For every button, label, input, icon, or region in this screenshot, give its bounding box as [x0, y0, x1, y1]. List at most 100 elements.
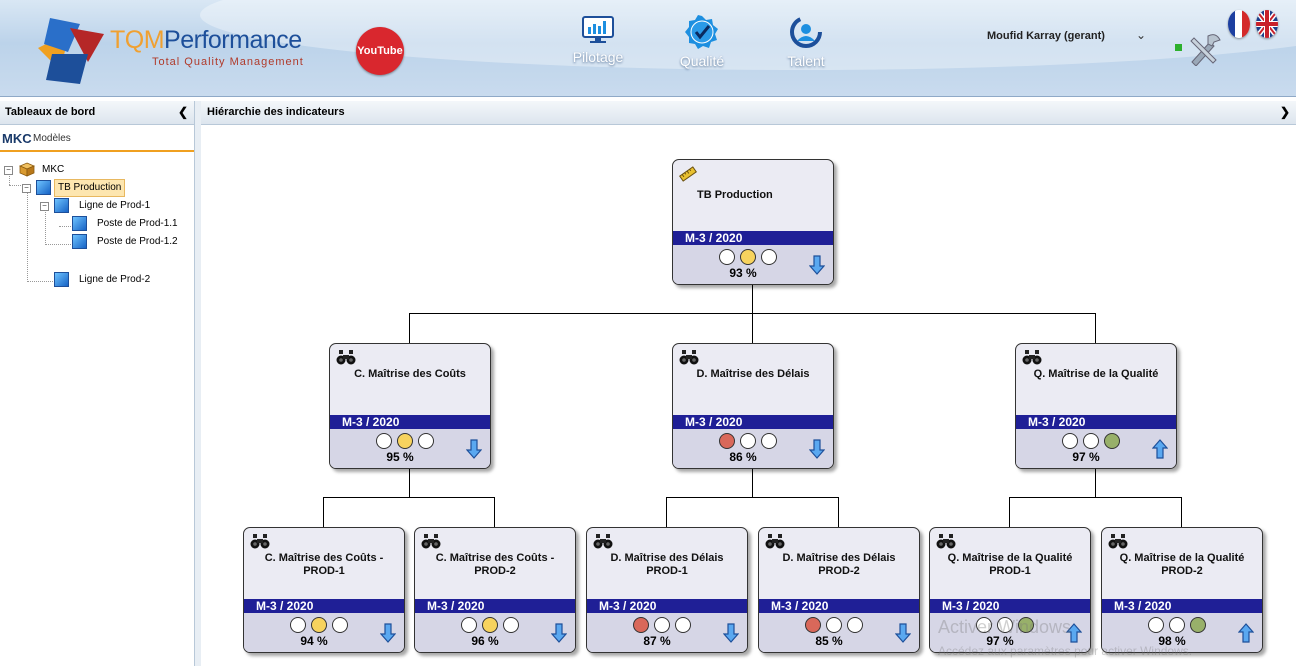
- tools-icon[interactable]: [1186, 32, 1224, 66]
- dashboard-node-icon: [72, 216, 87, 231]
- collapse-toggle-icon[interactable]: −: [4, 166, 13, 175]
- status-light: [311, 617, 327, 633]
- panel-header: Hiérarchie des indicateurs ❯: [201, 101, 1296, 125]
- status-light: [997, 617, 1013, 633]
- card-percentage: 95 %: [386, 450, 414, 464]
- panel-header: Tableaux de bord ❮: [0, 101, 194, 125]
- tree-node-ligne-prod-2[interactable]: Ligne de Prod-2: [54, 272, 192, 288]
- trend-down-arrow-icon: [379, 623, 397, 646]
- nav-qualite-label: Qualité: [679, 53, 725, 69]
- french-flag-icon[interactable]: [1228, 10, 1250, 38]
- connector-line: [409, 467, 410, 497]
- tree-node-label: TB Production: [54, 179, 126, 197]
- tree-node-poste-prod-1-1[interactable]: Poste de Prod-1.1: [72, 216, 192, 232]
- collapse-toggle-icon[interactable]: −: [22, 184, 31, 193]
- trend-down-arrow-icon: [465, 439, 483, 462]
- dashboard-node-icon: [36, 180, 51, 195]
- card-footer: 95 %: [330, 429, 490, 468]
- dashboards-panel: Tableaux de bord ❮ MKC Modèles − MKC − T…: [0, 101, 195, 666]
- card-period: M-3 / 2020: [1102, 599, 1262, 613]
- tree-node-poste-prod-1-2[interactable]: Poste de Prod-1.2: [72, 234, 192, 250]
- nav-qualite[interactable]: Qualité: [662, 15, 742, 69]
- binoculars-icon: [1108, 533, 1128, 552]
- card-title-area: Q. Maîtrise de la Qualité PROD-2: [1102, 528, 1262, 599]
- connector-line: [409, 313, 410, 343]
- status-light: [976, 617, 992, 633]
- trend-up-arrow-icon: [1065, 623, 1083, 646]
- connector-line: [1095, 313, 1096, 343]
- tree-connector: [9, 185, 23, 186]
- chevron-down-icon[interactable]: ⌄: [1136, 28, 1147, 42]
- status-light: [761, 433, 777, 449]
- card-percentage: 85 %: [815, 634, 843, 648]
- traffic-lights: [633, 617, 696, 635]
- package-icon: [19, 162, 35, 177]
- nav-talent[interactable]: Talent: [766, 15, 846, 69]
- dashboard-node-icon: [54, 198, 69, 213]
- binoculars-icon: [679, 349, 699, 368]
- user-name[interactable]: Moufid Karray (gerant): [987, 30, 1105, 42]
- connector-line: [838, 497, 839, 527]
- chevron-left-icon[interactable]: ❮: [177, 105, 188, 119]
- tree-node-label: MKC: [42, 164, 65, 175]
- models-link[interactable]: Modèles: [33, 133, 71, 144]
- card-name: D. Maîtrise des Délais PROD-2: [782, 552, 896, 577]
- card-footer: 94 %: [244, 613, 404, 652]
- panel-splitter[interactable]: [195, 101, 201, 666]
- company-row: MKC Modèles: [0, 125, 194, 152]
- brand-tqm: TQM: [110, 26, 165, 54]
- tree-node-label: Ligne de Prod-2: [79, 274, 151, 285]
- panel-title: Tableaux de bord: [5, 106, 96, 118]
- status-light: [719, 433, 735, 449]
- connector-line: [1095, 467, 1096, 497]
- connector-line: [1009, 497, 1182, 498]
- nav-pilotage[interactable]: Pilotage: [558, 15, 638, 65]
- youtube-button[interactable]: YouTube: [356, 27, 404, 75]
- uk-flag-icon[interactable]: [1256, 10, 1278, 38]
- card-footer: 97 %: [1016, 429, 1176, 468]
- card-footer: 86 %: [673, 429, 833, 468]
- dashboard-monitor-icon: [582, 16, 614, 43]
- tree-connector: [45, 244, 71, 245]
- tree-node-tb-production[interactable]: − TB Production: [22, 179, 192, 197]
- collapse-toggle-icon[interactable]: −: [40, 202, 49, 211]
- status-light: [1148, 617, 1164, 633]
- windows-activation-watermark: Activer Windows: [938, 617, 1072, 637]
- tree-connector: [59, 226, 71, 227]
- panel-title: Hiérarchie des indicateurs: [207, 106, 345, 118]
- card-footer: 85 %: [759, 613, 919, 652]
- trend-up-arrow-icon: [1237, 623, 1255, 646]
- card-period: M-3 / 2020: [587, 599, 747, 613]
- card-title-area: Q. Maîtrise de la Qualité: [1016, 344, 1176, 415]
- tree-node-ligne-prod-1[interactable]: − Ligne de Prod-1: [40, 198, 190, 214]
- tree-node-mkc[interactable]: − MKC: [4, 162, 194, 178]
- status-light: [719, 249, 735, 265]
- app-header: TQMPerformance Total Quality Management …: [0, 0, 1296, 97]
- binoculars-icon: [593, 533, 613, 552]
- status-light: [1169, 617, 1185, 633]
- nav-pilotage-label: Pilotage: [572, 49, 624, 65]
- connector-line: [666, 497, 839, 498]
- status-light: [740, 249, 756, 265]
- status-light: [1083, 433, 1099, 449]
- status-light: [805, 617, 821, 633]
- traffic-lights: [1148, 617, 1211, 635]
- card-period: M-3 / 2020: [1016, 415, 1176, 429]
- card-percentage: 97 %: [986, 634, 1014, 648]
- chevron-right-icon[interactable]: ❯: [1279, 105, 1290, 119]
- traffic-lights: [461, 617, 524, 635]
- card-footer: 97 %: [930, 613, 1090, 652]
- trend-up-arrow-icon: [1151, 439, 1169, 462]
- tqm-logo-icon: [38, 18, 104, 84]
- traffic-lights: [719, 433, 782, 451]
